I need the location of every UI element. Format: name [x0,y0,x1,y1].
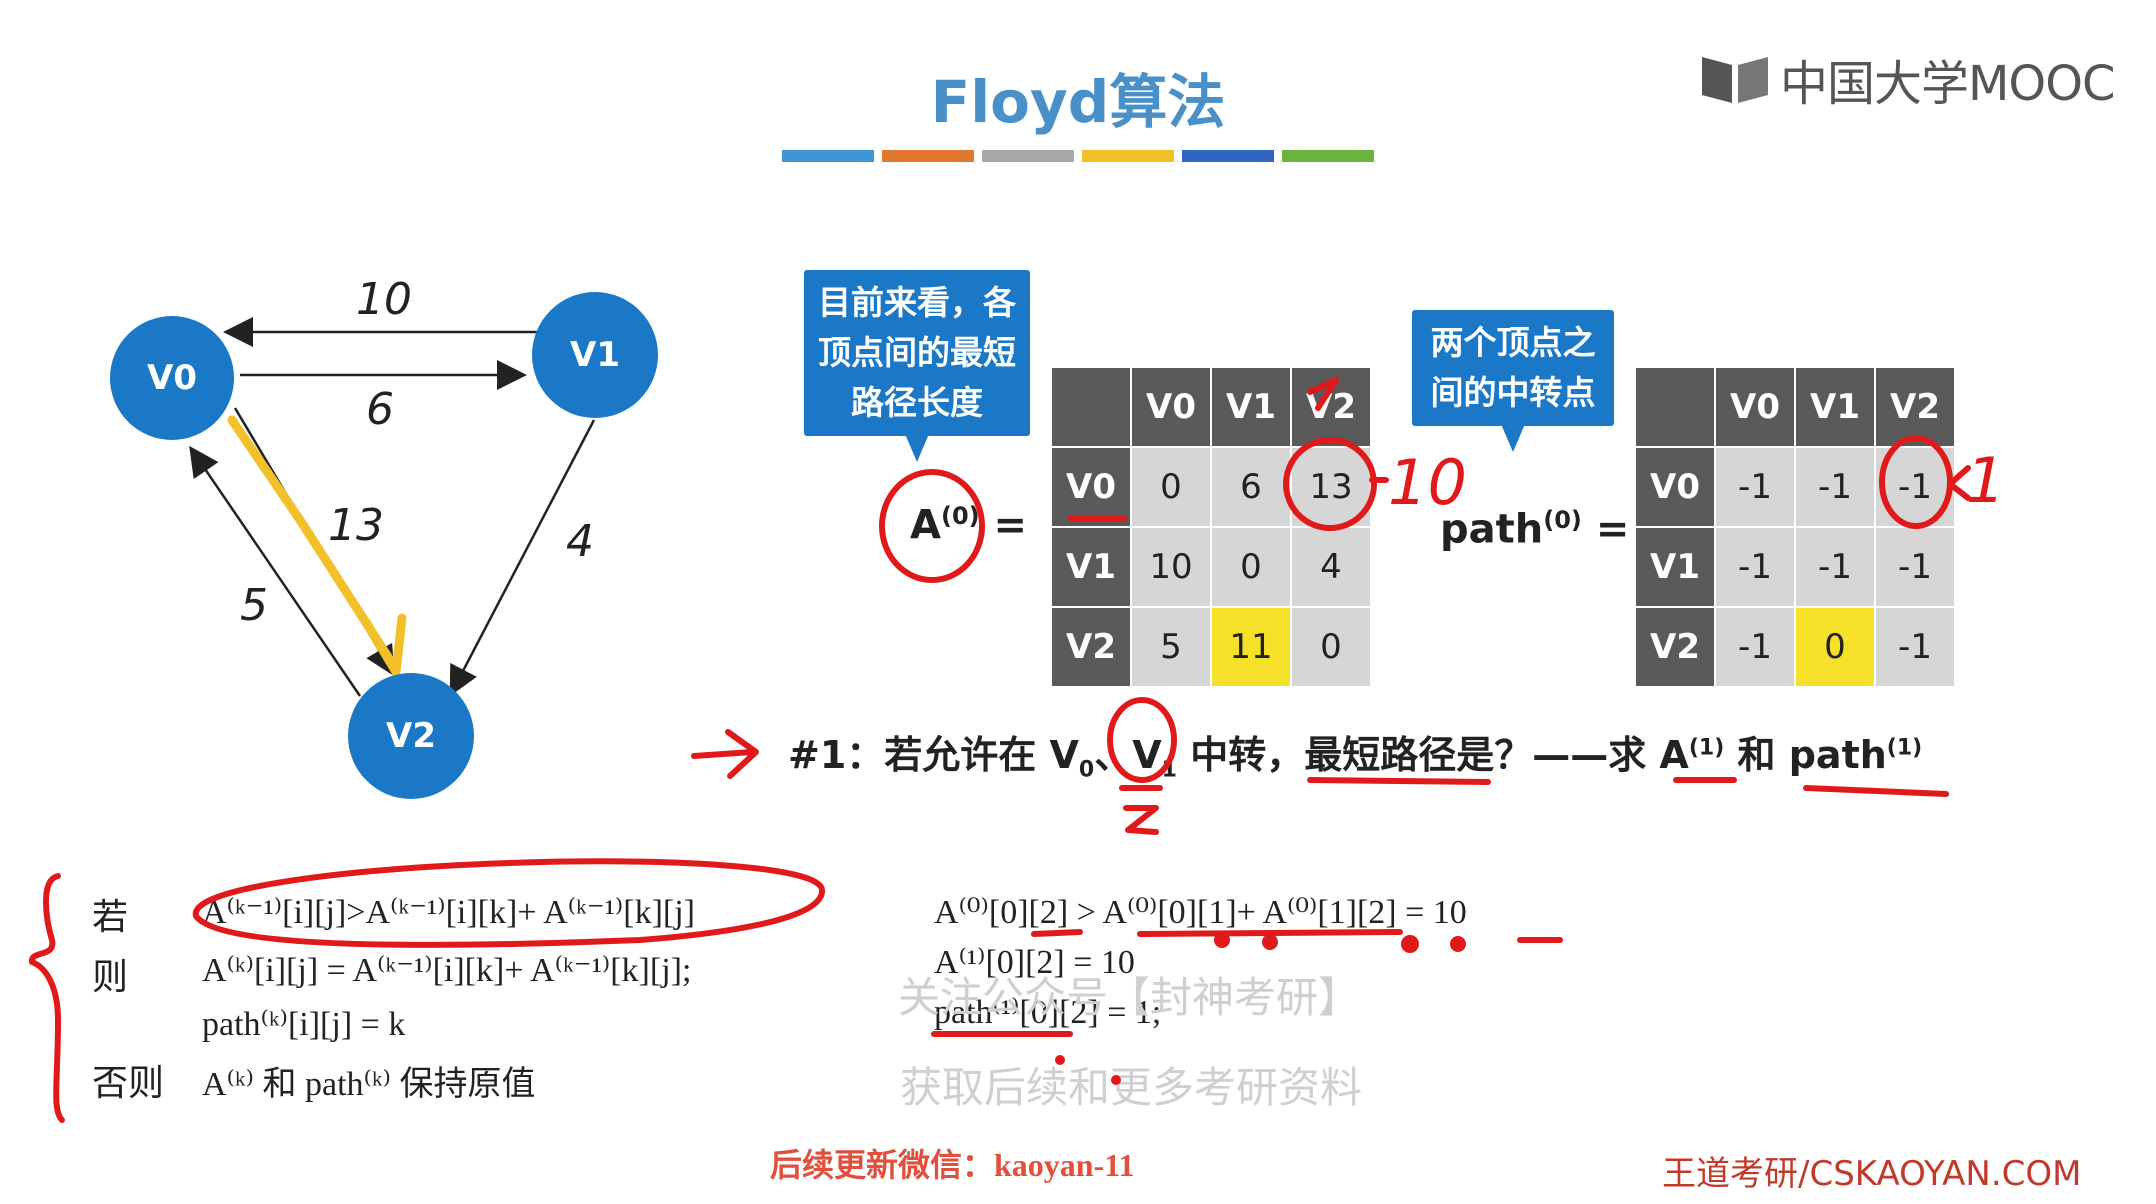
highlight-arrow [227,415,395,665]
watermark-line-2: 获取后续和更多考研资料 [900,1063,1363,1112]
mooc-logo: 中国大学MOOC [1700,44,2115,114]
edge-label-v1-v0: 10 [356,274,412,325]
edge-label-v2-v0: 5 [240,580,268,631]
edge-label-v1-v2: 4 [566,516,594,567]
book-logo-icon [1702,57,1768,103]
example-line-2: A⁽¹⁾[0][2] = 10 [934,944,1135,981]
color-bar-segment [982,150,1074,162]
rule-then-expression-1: A⁽ᵏ⁾[i][j] = A⁽ᵏ⁻¹⁾[i][k]+ A⁽ᵏ⁻¹⁾[k][j]; [202,952,692,989]
graph-edges [189,317,596,697]
color-bar-segment [882,150,974,162]
rule-if-keyword: 若 [92,897,129,938]
callout-midpoint: 两个顶点之 间的中转点 [1412,310,1614,452]
slide-title: Floyd算法 [930,68,1226,136]
rule-if-expression: A⁽ᵏ⁻¹⁾[i][j]>A⁽ᵏ⁻¹⁾[i][k]+ A⁽ᵏ⁻¹⁾[k][j] [202,894,695,931]
annotation-a-new-value: 10 [1388,446,1467,519]
footer-wechat: 后续更新微信：kaoyan-11 [770,1147,1135,1183]
question-line: #1：若允许在 V0、V1 中转，最短路径是？——求 A(1) 和 path(1… [788,733,1923,783]
edge-label-v0-v2: 13 [328,500,384,551]
graph-node-v2: V2 [348,673,474,799]
example-line-3: path⁽¹⁾[0][2] = 1; [934,994,1162,1031]
edge-v1-v2 [449,419,596,697]
graph-node-v1: V1 [532,292,658,418]
underline-path1 [1803,785,1949,797]
color-bar-segment [1282,150,1374,162]
brace-left [29,873,65,1123]
logo-text: 中国大学MOOC [1780,56,2115,112]
watermark-line-1: 关注公众号【封神考研】 [898,973,1361,1022]
footer-site: 王道考研/CSKAOYAN.COM [1662,1154,2082,1194]
color-bar-segment [782,150,874,162]
matrix-path: V0 V1 V2 V0 -1 -1 -1 V1 -1 -1 -1 V2 -1 0… [1634,366,1956,688]
scribble-below-v1 [1119,785,1163,835]
rule-else-keyword: 否则 [92,1063,165,1104]
rule-else-expression: A⁽ᵏ⁾ 和 path⁽ᵏ⁾ 保持原值 [202,1066,536,1103]
color-bar-segment [1182,150,1274,162]
rule-then-expression-2: path⁽ᵏ⁾[i][j] = k [202,1006,406,1043]
callout-shortest-length: 目前来看，各 顶点间的最短 路径长度 [804,270,1030,462]
edge-label-v0-v1: 6 [366,384,394,435]
color-bar-segment [1082,150,1174,162]
matrix-a: V0 V1 V2 V0 0 6 13 V1 10 0 4 V2 5 11 0 [1050,366,1372,688]
underline-example-1 [1031,929,1563,943]
title-color-bar [782,150,1374,162]
graph-node-v0: V0 [110,316,234,440]
matrix-a-label: A(0) = [910,502,1028,549]
matrix-path-label: path(0) = [1440,506,1630,553]
edge-v2-v0 [189,445,362,697]
rule-then-keyword: 则 [92,957,129,998]
example-line-1: A⁽⁰⁾[0][2] > A⁽⁰⁾[0][1]+ A⁽⁰⁾[1][2] = 10 [934,894,1467,931]
annotation-path-new-value: 1 [1966,444,2006,517]
